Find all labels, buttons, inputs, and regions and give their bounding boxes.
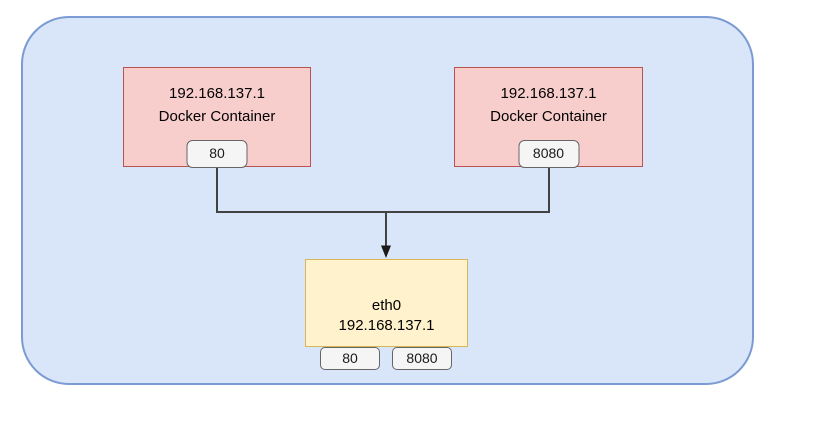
- node-ip: 192.168.137.1: [169, 85, 265, 102]
- node-ip: 192.168.137.1: [338, 317, 435, 334]
- port-badge-8080: 8080: [518, 140, 579, 168]
- node-label: eth0: [371, 297, 402, 314]
- node-ip: 192.168.137.1: [500, 85, 597, 102]
- docker-container-left-node: 192.168.137.1 Docker Container 80: [123, 67, 311, 168]
- eth0-port-row: 80 8080: [320, 347, 452, 370]
- docker-container-right-node: 192.168.137.1 Docker Container 8080: [454, 67, 643, 168]
- eth0-interface-node: eth0 192.168.137.1 80 8080: [305, 259, 468, 370]
- node-label: Docker Container: [158, 108, 276, 125]
- port-badge-8080: 8080: [392, 347, 452, 370]
- port-badge-80: 80: [186, 140, 248, 168]
- port-badge-80: 80: [320, 347, 380, 370]
- node-label: Docker Container: [490, 108, 607, 125]
